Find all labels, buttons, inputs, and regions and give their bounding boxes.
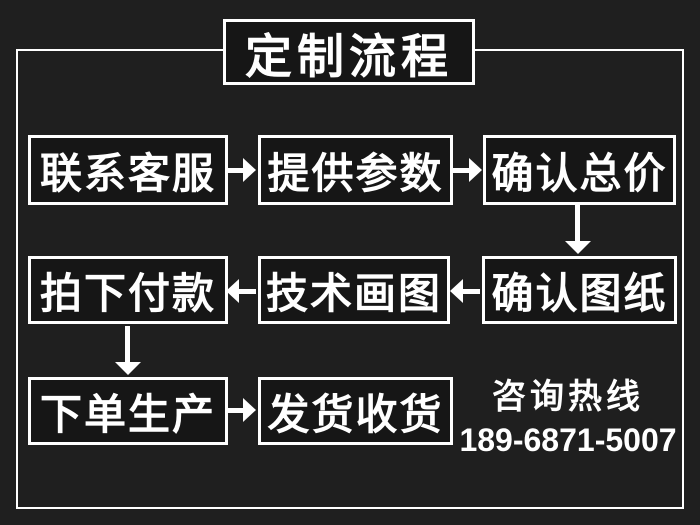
arrow-stem — [461, 289, 480, 294]
step-box-provide-parameters: 提供参数 — [258, 135, 453, 205]
arrow-down-icon — [115, 326, 141, 375]
step-box-contact-service: 联系客服 — [28, 135, 228, 205]
arrow-head — [450, 279, 463, 303]
step-label: 联系客服 — [39, 149, 216, 197]
step-label: 发货收货 — [267, 390, 444, 438]
hotline-number: 189-6871-5007 — [459, 422, 677, 458]
page-title: 定制流程 — [245, 29, 453, 83]
step-label: 拍下付款 — [39, 269, 216, 317]
arrow-head — [243, 158, 256, 182]
step-box-ship-receive: 发货收货 — [258, 377, 453, 445]
step-label: 下单生产 — [39, 390, 216, 438]
hotline-label: 咨询热线 — [492, 378, 644, 416]
arrow-right-icon — [226, 158, 256, 182]
arrow-stem — [237, 289, 256, 294]
step-label: 提供参数 — [267, 149, 444, 197]
step-label: 技术画图 — [265, 269, 442, 317]
arrow-stem — [125, 326, 130, 363]
arrow-left-icon — [450, 279, 480, 303]
step-box-place-payment: 拍下付款 — [28, 256, 228, 324]
arrow-head — [565, 241, 591, 254]
arrow-head — [226, 279, 239, 303]
step-label: 确认图纸 — [491, 269, 668, 317]
step-box-technical-drawing: 技术画图 — [258, 256, 450, 324]
step-box-order-production: 下单生产 — [28, 377, 228, 445]
arrow-head — [115, 362, 141, 375]
step-label: 确认总价 — [491, 149, 668, 197]
arrow-stem — [575, 205, 580, 242]
arrow-stem — [226, 168, 245, 173]
arrow-right-icon — [226, 398, 256, 422]
arrow-stem — [226, 408, 245, 413]
arrow-head — [469, 158, 482, 182]
hotline-block: 咨询热线 189-6871-5007 — [453, 369, 683, 459]
arrow-left-icon — [226, 279, 256, 303]
step-box-confirm-drawing: 确认图纸 — [482, 256, 677, 324]
arrow-down-icon — [565, 205, 591, 254]
arrow-right-icon — [452, 158, 482, 182]
step-box-confirm-total-price: 确认总价 — [483, 135, 676, 205]
title-box: 定制流程 — [223, 19, 475, 85]
arrow-head — [243, 398, 256, 422]
arrow-stem — [452, 168, 471, 173]
